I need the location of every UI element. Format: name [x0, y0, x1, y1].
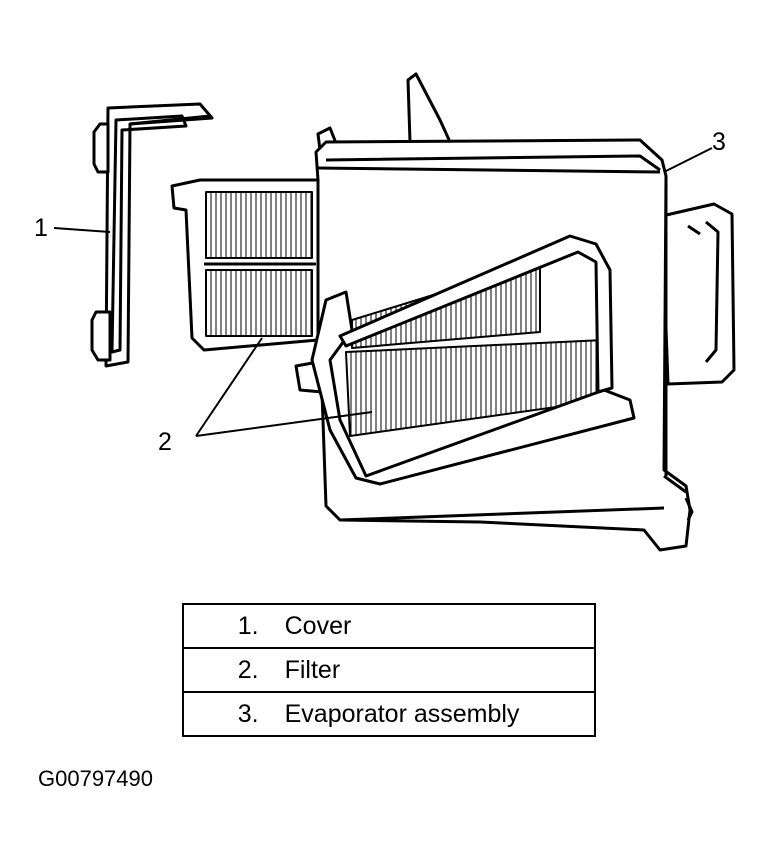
callout-3: 3	[712, 128, 726, 156]
evaporator-filter-diagram	[53, 72, 736, 552]
legend-label: Cover	[272, 603, 597, 649]
legend-row: 2. Filter	[182, 647, 597, 693]
legend-row: 3. Evaporator assembly	[182, 691, 597, 737]
legend-label: Filter	[272, 647, 597, 693]
leader-lines	[53, 147, 713, 437]
parts-legend-table: 1. Cover 2. Filter 3. Evaporator assembl…	[182, 603, 597, 737]
callout-2: 2	[158, 428, 172, 456]
legend-row: 1. Cover	[182, 603, 597, 649]
callout-1: 1	[34, 214, 48, 242]
legend-number: 2.	[182, 647, 273, 693]
legend-number: 3.	[182, 691, 273, 737]
figure-id: G00797490	[38, 766, 153, 791]
cover-part	[90, 102, 214, 368]
legend-number: 1.	[182, 603, 273, 649]
filter-parts	[170, 178, 636, 486]
legend-label: Evaporator assembly	[272, 691, 597, 737]
